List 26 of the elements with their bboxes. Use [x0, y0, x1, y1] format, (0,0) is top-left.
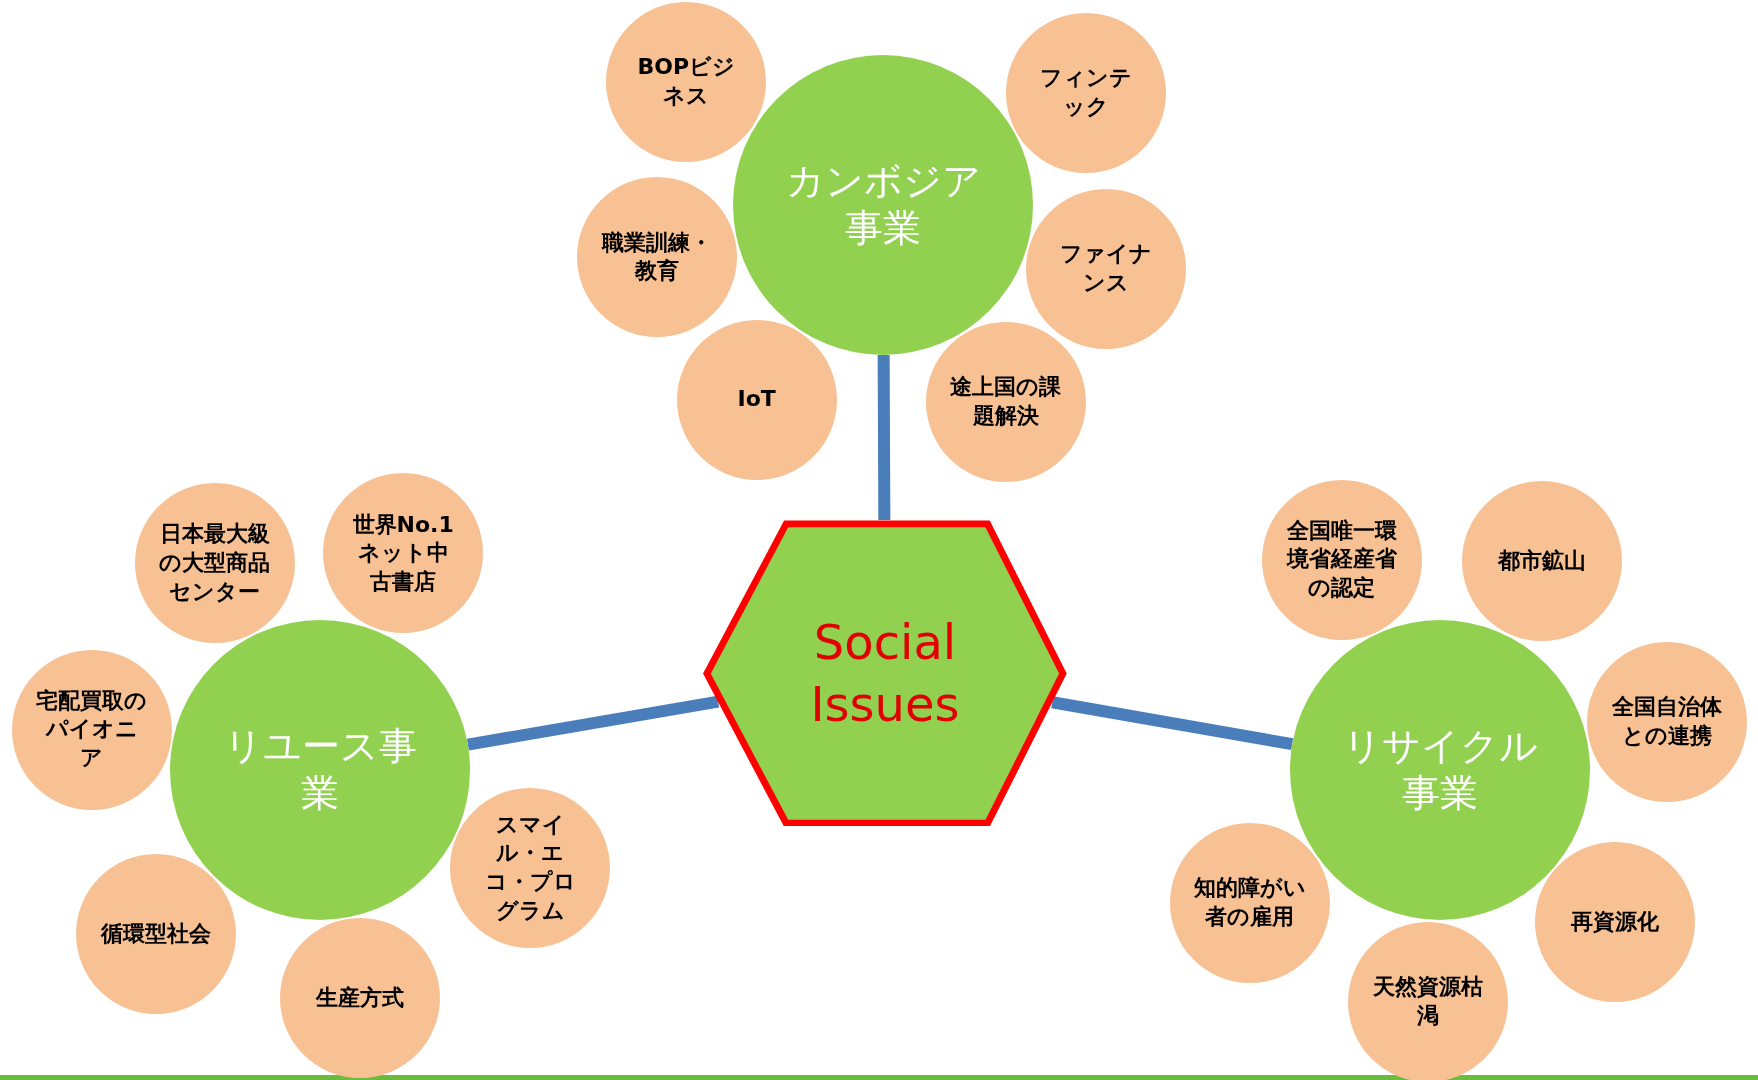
keyword-label: 生産方式: [314, 984, 406, 1013]
keyword-label: 全国自治体との連携: [1610, 693, 1723, 750]
hexagon-title: Social Issues: [809, 612, 961, 734]
topic-title: リユース事業: [222, 722, 418, 817]
keyword-label: 再資源化: [1570, 907, 1661, 936]
keyword-label: 途上国の課題解決: [949, 373, 1062, 430]
connector-line: [1051, 696, 1294, 751]
keyword-label: 循環型社会: [99, 919, 212, 948]
keyword-label: BOPビジネス: [636, 53, 737, 111]
keyword-label: 天然資源枯渇: [1371, 973, 1484, 1030]
connector-line: [466, 695, 720, 751]
keyword-label: 都市鉱山: [1496, 547, 1587, 576]
keyword-label: 職業訓練・教育: [600, 228, 713, 286]
keyword-label: IoT: [736, 385, 777, 414]
keyword-label: 全国唯一環境省経産省の認定: [1285, 516, 1398, 603]
topic-title: カンボジア事業: [784, 157, 982, 252]
topic-title: リサイクル事業: [1341, 722, 1539, 817]
keyword-label: 宅配買取のパイオニア: [35, 686, 148, 772]
keyword-label: フィンテック: [1038, 63, 1133, 121]
keyword-label: 日本最大級の大型商品センター: [158, 520, 271, 606]
connector-line: [877, 354, 891, 521]
keyword-label: 世界No.1ネット中古書店: [351, 510, 455, 596]
keyword-label: ファイナンス: [1059, 240, 1153, 297]
keyword-label: 知的障がい者の雇用: [1193, 874, 1306, 932]
hexagon: [703, 520, 1067, 826]
keyword-label: スマイル・エコ・プログラム: [483, 810, 577, 925]
